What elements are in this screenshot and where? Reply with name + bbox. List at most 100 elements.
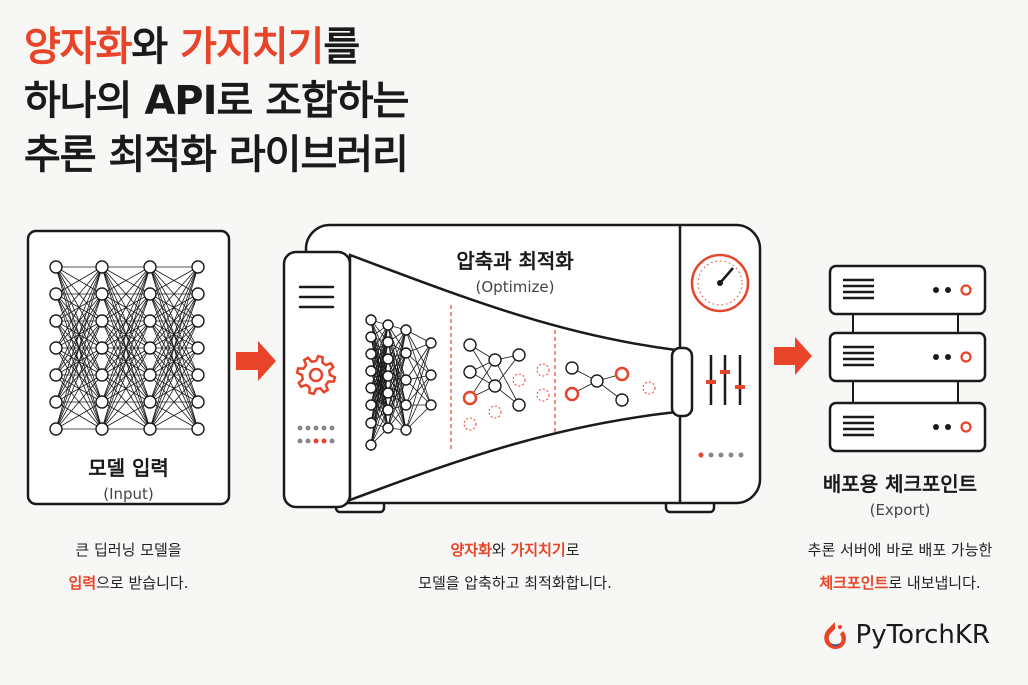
network-edge (370, 324, 389, 372)
network-node (95, 395, 109, 409)
network-node (49, 395, 63, 409)
title-conj: 와 (131, 24, 181, 70)
network-node (143, 260, 157, 274)
network-node (488, 379, 502, 393)
network-node (95, 368, 109, 382)
input-caption: 모델 입력 (Input) (28, 452, 229, 503)
export-description: 추론 서버에 바로 배포 가능한 체크포인트로 내보냅니다. (785, 534, 1015, 600)
network-edge (405, 379, 432, 406)
network-edge (55, 266, 103, 322)
network-node (49, 314, 63, 328)
arrow-right-icon (774, 337, 812, 375)
network-node (95, 314, 109, 328)
input-desc-rest: 으로 받습니다. (96, 574, 189, 592)
rack-unit (828, 331, 987, 383)
rack-power-led (960, 351, 972, 363)
network-node (49, 341, 63, 355)
network-node (615, 393, 629, 407)
export-caption: 배포용 체크포인트 (Export) (790, 468, 1010, 519)
network-node (365, 331, 377, 343)
rack-led (933, 424, 939, 430)
optimize-desc-hl-2: 가지치기 (510, 541, 566, 559)
rack-power-led (960, 421, 972, 433)
network-edge (149, 266, 199, 295)
network-edge (101, 266, 151, 349)
network-edge (101, 293, 151, 430)
funnel-networks (365, 314, 656, 451)
network-edge (55, 266, 103, 349)
title-line-2: 하나의 API로 조합하는 (24, 78, 409, 124)
network-edge (101, 320, 151, 430)
export-label: 배포용 체크포인트 (822, 472, 978, 496)
network-node (95, 341, 109, 355)
network-node (95, 422, 109, 436)
funnel-nozzle (670, 346, 694, 418)
network-edge (149, 320, 199, 430)
network-edge (101, 401, 151, 430)
network-node (49, 260, 63, 274)
network-edge (387, 352, 407, 394)
network-node (191, 368, 205, 382)
input-network-icon (49, 260, 205, 436)
pytorch-flame-icon (823, 622, 846, 649)
network-node (191, 314, 205, 328)
page-title: 양자화와 가지치기를 하나의 API로 조합하는 추론 최적화 라이브러리 (24, 20, 409, 182)
network-node (95, 260, 109, 274)
export-sublabel: (Export) (869, 501, 931, 519)
network-node (191, 287, 205, 301)
network-edge (405, 374, 432, 431)
network-node (400, 399, 412, 411)
network-node (365, 399, 377, 411)
network-node (512, 348, 526, 362)
network-node (590, 374, 604, 388)
title-quantization: 양자화 (24, 24, 132, 70)
network-node (143, 395, 157, 409)
title-particle: 를 (323, 24, 360, 70)
network-node (463, 417, 477, 431)
network-edge (405, 352, 432, 406)
network-edge (370, 324, 389, 389)
input-desc-highlight: 입력 (68, 574, 97, 592)
network-edge (149, 266, 199, 322)
network-node (463, 338, 477, 352)
network-node (565, 361, 579, 375)
network-edge (55, 266, 103, 376)
network-node (191, 422, 205, 436)
network-node (143, 341, 157, 355)
network-node (365, 439, 377, 451)
optimize-label: 압축과 최적화 (456, 249, 574, 273)
gear-icon (295, 354, 337, 396)
network-edge (149, 347, 199, 430)
network-node (512, 398, 526, 412)
network-edge (55, 266, 103, 403)
network-edge (405, 342, 432, 381)
network-edge (405, 329, 432, 376)
network-node (365, 365, 377, 377)
network-node (382, 387, 394, 399)
gauge-icon (690, 253, 750, 313)
network-edge (387, 392, 407, 431)
network-node (400, 347, 412, 359)
arrow-right-icon (236, 341, 276, 381)
rack-led (945, 424, 951, 430)
export-desc-line-1: 추론 서버에 바로 배포 가능한 (807, 541, 993, 559)
title-line-3: 추론 최적화 라이브러리 (24, 132, 409, 178)
server-rack-icon (828, 264, 987, 453)
network-edge (405, 329, 432, 406)
rack-power-led (960, 284, 972, 296)
network-edge (55, 293, 103, 430)
network-node (642, 381, 656, 395)
network-node (49, 422, 63, 436)
network-edge (149, 293, 199, 430)
network-edge (101, 347, 151, 430)
network-node (382, 336, 394, 348)
network-edge (101, 374, 151, 430)
network-node (400, 324, 412, 336)
network-node (382, 319, 394, 331)
network-edge (370, 358, 389, 424)
network-node (488, 353, 502, 367)
network-node (365, 382, 377, 394)
network-edge (387, 329, 407, 394)
network-edge (370, 375, 389, 446)
network-edge (387, 379, 407, 411)
